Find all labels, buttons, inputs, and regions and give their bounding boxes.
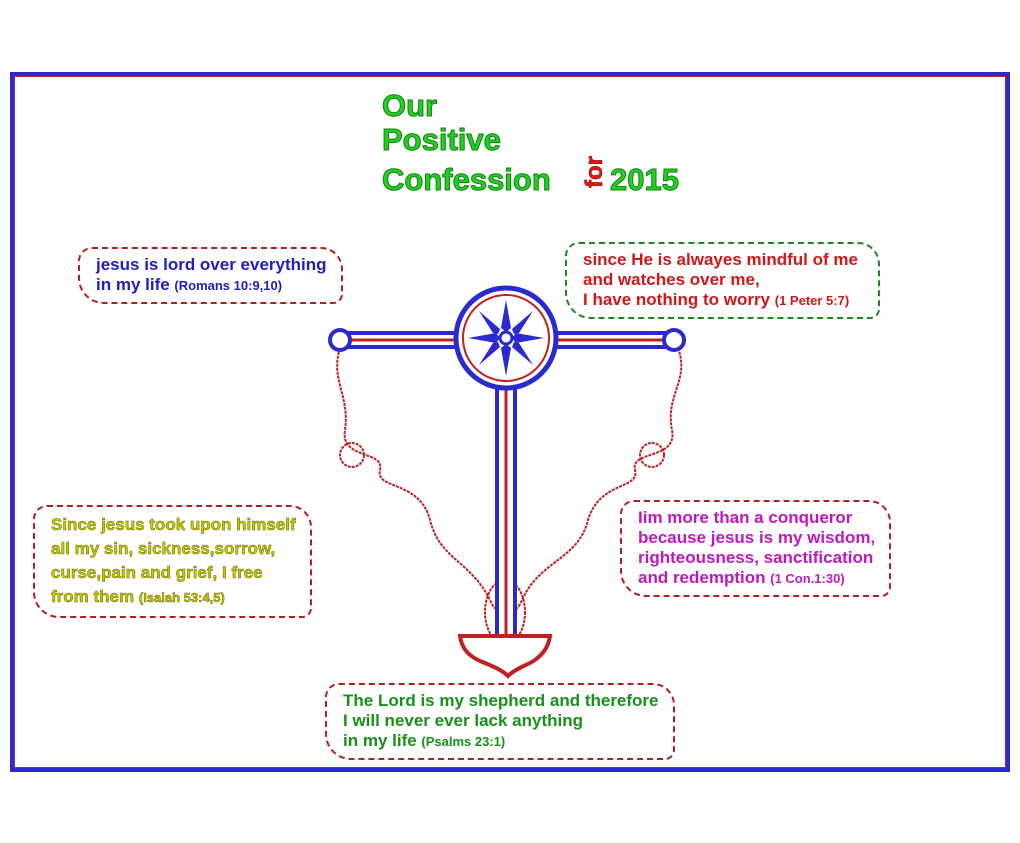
embroidery-frame [10, 72, 1010, 772]
title-positive: Positive [382, 122, 502, 158]
confession-line: and redemption [638, 568, 766, 587]
confession-line: from them [51, 587, 135, 607]
star-flower-icon [468, 300, 544, 376]
confession-line: righteousness, sanctification [638, 548, 874, 567]
confession-bubble-romans: jesus is lord over everything in my life… [78, 247, 343, 304]
confession-line: jesus is lord over everything [96, 255, 327, 274]
confession-bubble-isaiah: Since jesus took upon himself all my sin… [33, 505, 312, 618]
title-year: 2015 [610, 162, 680, 198]
confession-line: Since jesus took upon himself [51, 515, 296, 535]
scripture-reference: (1 Con.1:30) [770, 571, 845, 586]
cross-base [457, 634, 553, 679]
confession-line: I will never ever lack anything [343, 711, 583, 730]
confession-line: Iim more than a conqueror [638, 508, 853, 527]
scripture-reference: (Isaiah 53:4,5) [138, 590, 226, 606]
confession-line: because jesus is my wisdom, [638, 528, 876, 547]
confession-line: in my life [343, 731, 417, 750]
scripture-reference: (1 Peter 5:7) [774, 293, 850, 308]
scripture-reference: (Romans 10:9,10) [174, 278, 283, 293]
title-our: Our [381, 88, 438, 124]
confession-bubble-psalms: The Lord is my shepherd and therefore I … [325, 683, 675, 760]
confession-line: all my sin, sickness,sorrow, [51, 539, 276, 559]
confession-line: curse,pain and grief, I free [51, 563, 263, 583]
confession-line: The Lord is my shepherd and therefore [343, 691, 659, 710]
confession-bubble-corinthians: Iim more than a conqueror because jesus … [620, 500, 892, 597]
confession-line: and watches over me, [583, 270, 760, 289]
confession-line: since He is alwayes mindful of me [583, 250, 858, 269]
scripture-reference: (Psalms 23:1) [421, 734, 506, 749]
confession-bubble-peter: since He is alwayes mindful of me and wa… [565, 242, 880, 319]
confession-line: in my life [96, 275, 170, 294]
confession-line: I have nothing to worry [583, 290, 771, 309]
title-confession: Confession [382, 162, 552, 198]
